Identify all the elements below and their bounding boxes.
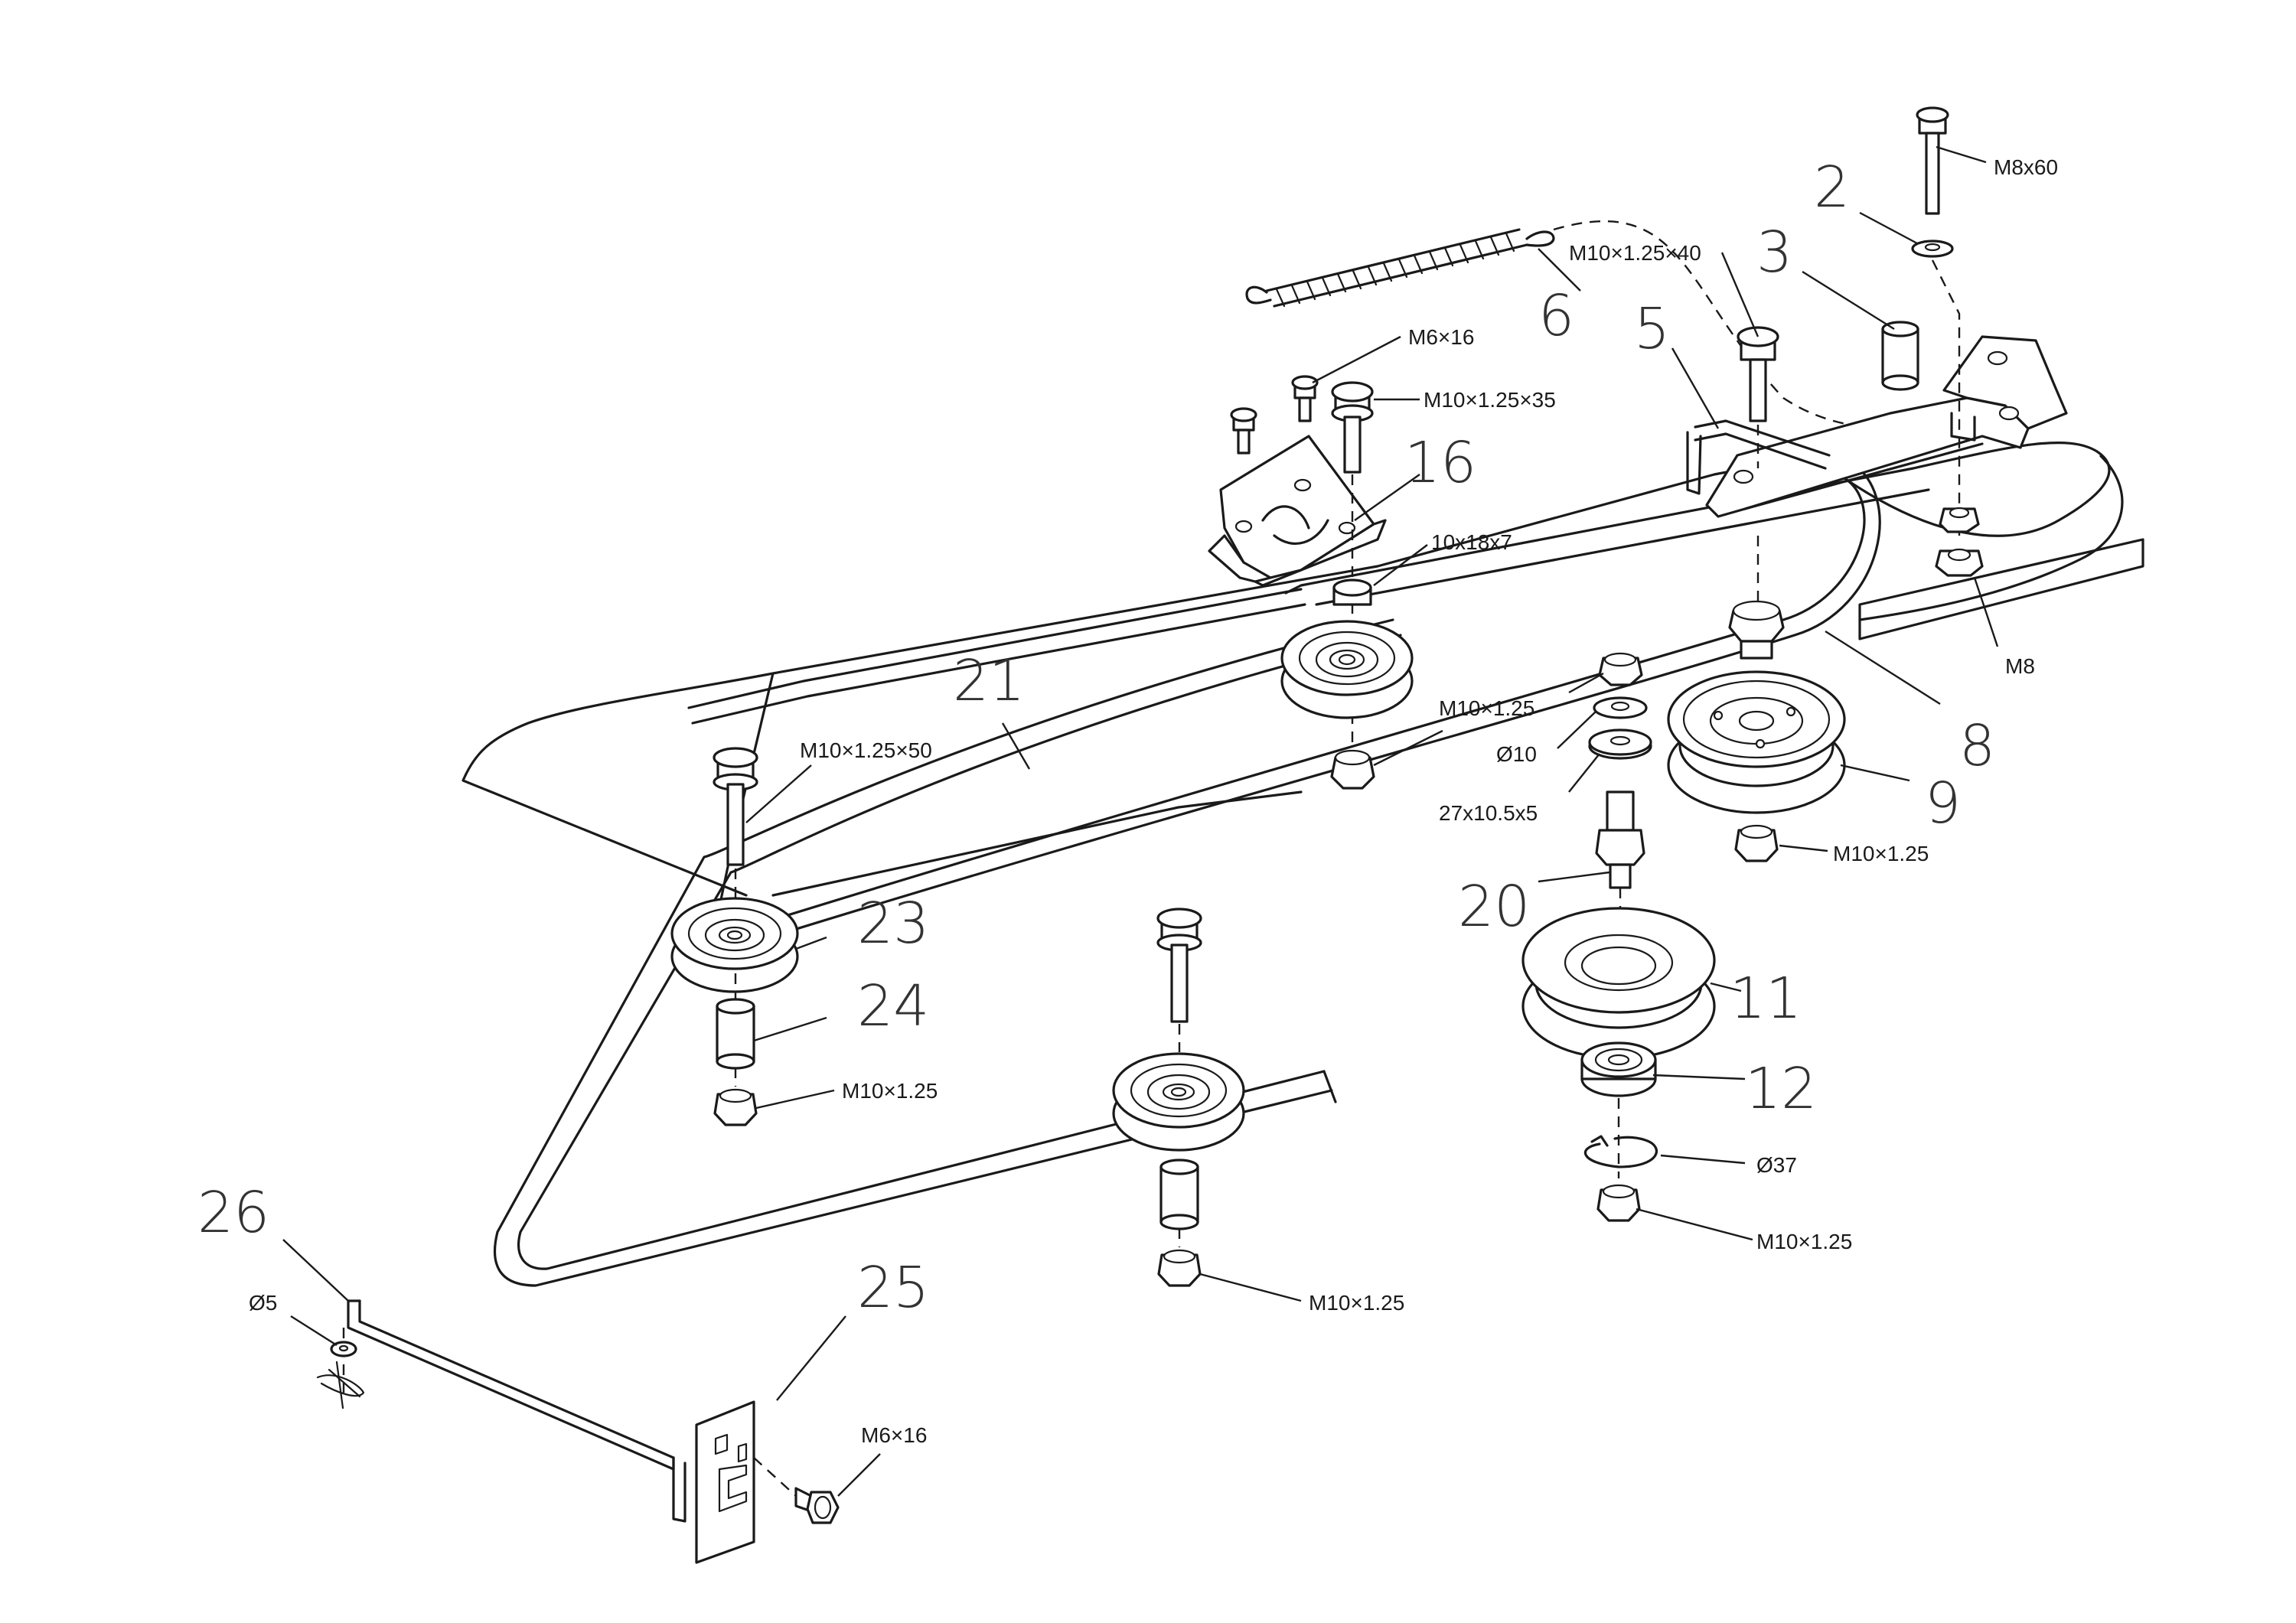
- tension-arm: [1705, 335, 2068, 518]
- part-number-3: 3: [1756, 220, 1792, 285]
- bolt-m8x60: [1916, 106, 1949, 215]
- part-number-16: 16: [1404, 430, 1476, 496]
- spec-m10-nut-lower: M10×1.25: [1309, 1291, 1404, 1315]
- nut-m10-f: [1157, 1249, 1202, 1287]
- hairpin-clip: [316, 1361, 365, 1410]
- nut-m10-b: [1734, 824, 1779, 862]
- spec-m6x16-top: M6×16: [1408, 325, 1474, 349]
- part-number-6: 6: [1538, 283, 1574, 349]
- spacer-part-8: [1728, 600, 1785, 660]
- bolt-m10x40: [1737, 326, 1779, 422]
- part-number-labels: 2 3 5 6 8 9 11 12 16 20 21 23 24 25 26: [197, 155, 1995, 1321]
- washer-27x10-5x5: [1588, 728, 1652, 760]
- washer-part-2: [1911, 240, 1954, 258]
- part-number-21: 21: [953, 648, 1025, 714]
- part-number-9: 9: [1925, 771, 1961, 836]
- spec-10x18x7: 10x18x7: [1431, 530, 1512, 554]
- bolt-m10x35: [1331, 381, 1374, 474]
- part-number-26: 26: [197, 1180, 269, 1246]
- bolt-m10x50: [713, 747, 758, 866]
- spacer-10x18x7: [1332, 578, 1372, 606]
- bolt-m6x16-bottom: [794, 1487, 840, 1524]
- pulley-part-9: [1667, 670, 1846, 814]
- spec-labels: M8x60 M10×1.25×40 M6×16 M10×1.25×35 10x1…: [249, 155, 2058, 1447]
- nut-m8: [1935, 507, 1984, 577]
- circlip-d37: [1584, 1135, 1658, 1168]
- washer-d5: [330, 1341, 357, 1357]
- spec-d37: Ø37: [1756, 1153, 1797, 1177]
- spec-d10: Ø10: [1496, 742, 1537, 766]
- washer-d10: [1593, 696, 1648, 719]
- part-number-11: 11: [1730, 966, 1802, 1031]
- part-number-20: 20: [1458, 874, 1530, 940]
- spec-m10x40: M10×1.25×40: [1569, 241, 1701, 265]
- bolt-lower: [1156, 908, 1202, 1023]
- shaft-part-20: [1595, 790, 1645, 889]
- plate-part-25: [695, 1400, 755, 1564]
- part-number-2: 2: [1814, 155, 1850, 220]
- spec-m10-nut-pulley9: M10×1.25: [1833, 842, 1929, 865]
- spec-m10x35: M10×1.25×35: [1424, 388, 1556, 412]
- pulley-part-23: [670, 897, 799, 993]
- part-number-25: 25: [857, 1255, 929, 1321]
- spacer-part-24: [716, 998, 755, 1070]
- spec-m10-nut-pulley23: M10×1.25: [842, 1079, 938, 1103]
- spec-d5: Ø5: [249, 1291, 277, 1315]
- idler-pulley-upper: [1280, 620, 1414, 719]
- nut-m10-c: [1598, 652, 1643, 686]
- part-number-24: 24: [857, 973, 929, 1039]
- spec-27x10-5x5: 27x10.5x5: [1439, 801, 1538, 825]
- leader-lines: [282, 145, 1999, 1497]
- part-number-23: 23: [857, 891, 929, 957]
- spacer-lower: [1159, 1159, 1199, 1230]
- handle-rod: [1686, 419, 1831, 495]
- bolt-m6x16-top: [1230, 375, 1319, 455]
- tension-spring: [1245, 228, 1555, 308]
- spec-m8x60: M8x60: [1994, 155, 2058, 179]
- rod-part-26: [347, 1299, 687, 1523]
- spec-m10x50: M10×1.25×50: [800, 738, 932, 762]
- nut-m10-d: [1596, 1184, 1641, 1222]
- spec-m10-nut-pulley11: M10×1.25: [1756, 1230, 1852, 1253]
- spec-m10-nut-idler: M10×1.25: [1439, 696, 1534, 720]
- idler-pulley-lower: [1112, 1052, 1245, 1152]
- part-number-5: 5: [1634, 296, 1670, 362]
- part-number-8: 8: [1959, 713, 1995, 779]
- spec-m8-nut: M8: [2005, 654, 2035, 678]
- idler-bracket: [1208, 435, 1387, 587]
- spacer-part-3: [1881, 321, 1919, 391]
- bearing-part-12: [1580, 1041, 1657, 1097]
- pulley-part-11: [1521, 907, 1716, 1060]
- nut-m10-a: [1330, 749, 1375, 790]
- part-number-12: 12: [1745, 1056, 1817, 1122]
- nut-m10-e: [713, 1088, 758, 1126]
- spec-m6x16-bottom: M6×16: [861, 1423, 927, 1447]
